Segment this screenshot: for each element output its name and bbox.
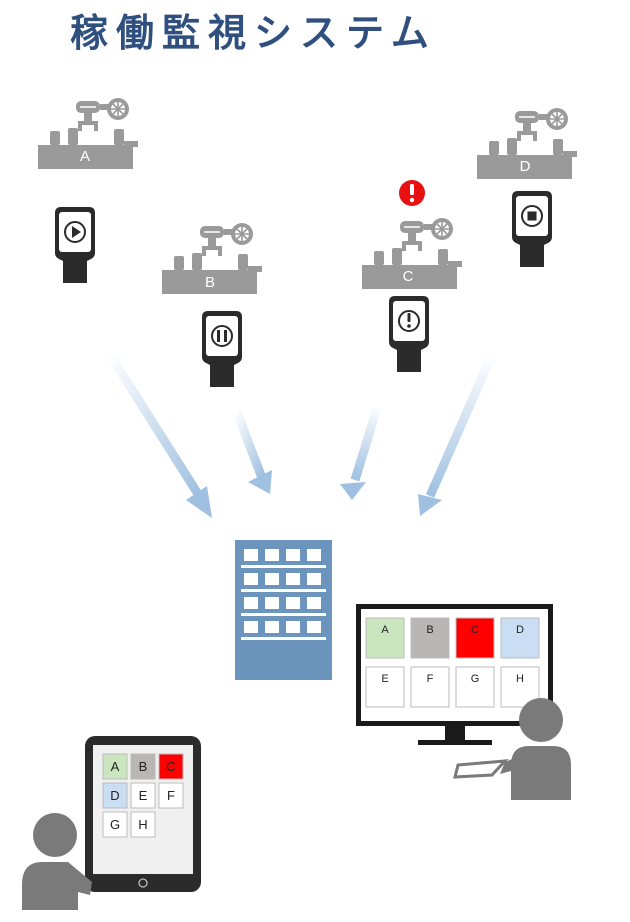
arrow-b [231, 408, 272, 494]
play-icon [72, 226, 81, 238]
tablet-tile-h [130, 811, 156, 838]
monitor-tile-e [365, 666, 405, 708]
desktop-monitor: A B C D E F G H [356, 604, 553, 745]
building-window [307, 549, 321, 561]
tablet-tile-f [158, 782, 184, 809]
monitor-tile-label: H [516, 673, 524, 685]
tablet-tile-label: G [110, 817, 120, 832]
tablet-tile-e [130, 782, 156, 809]
machine-c-label: C [403, 268, 414, 285]
tablet-tile-label: C [166, 759, 175, 774]
tablet-device: A B C D E F G H [85, 736, 201, 892]
machine-d-label: D [520, 158, 531, 175]
user-person-icon [22, 813, 92, 910]
monitor-tile-label: B [426, 624, 433, 636]
building-floor-line [241, 565, 326, 568]
monitor-tile-g [455, 666, 495, 708]
tablet-tile-label: A [111, 759, 120, 774]
building-floor-line [241, 589, 326, 592]
monitor-tile-label: E [381, 673, 388, 685]
machine-a: A [38, 98, 138, 169]
machine-d: D [477, 108, 577, 179]
monitor-tile-b [410, 617, 450, 659]
tablet-tile-b [130, 753, 156, 780]
monitor-tile-a [365, 617, 405, 659]
building-window [286, 549, 300, 561]
machine-b: B [162, 223, 262, 294]
monitor-tile-label: D [516, 624, 524, 636]
building-window [286, 621, 300, 633]
tablet-tile-g [102, 811, 128, 838]
tablet-tile-a [102, 753, 128, 780]
tablet-tile-label: H [138, 817, 147, 832]
building-window [244, 549, 258, 561]
arrow-a [106, 352, 212, 518]
building-window [307, 621, 321, 633]
tablet-tile-label: B [139, 759, 148, 774]
building-window [265, 621, 279, 633]
building-window [265, 597, 279, 609]
monitor-tile-label: A [381, 624, 389, 636]
pause-icon [217, 330, 227, 342]
building-window [307, 597, 321, 609]
device-d [511, 190, 553, 268]
machine-b-label: B [205, 274, 215, 291]
page-title: 稼働監視システム [70, 11, 437, 55]
keyboard-icon [453, 756, 522, 779]
device-b [201, 310, 243, 388]
arrow-c [340, 403, 383, 500]
building-floor-line [241, 613, 326, 616]
stop-icon [527, 211, 537, 221]
monitor-tile-f [410, 666, 450, 708]
building-window [307, 573, 321, 585]
arrow-d [418, 353, 497, 516]
exclamation-icon [407, 313, 411, 328]
alert-icon [399, 180, 425, 206]
monitor-tile-label: G [471, 673, 480, 685]
monitor-tile-label: F [427, 673, 434, 685]
tablet-tile-label: E [139, 788, 148, 803]
building-window [286, 597, 300, 609]
tablet-tile-label: D [110, 788, 119, 803]
building-window [244, 597, 258, 609]
building-window [244, 573, 258, 585]
building-window [265, 573, 279, 585]
monitor-tile-label: C [471, 624, 479, 636]
building-window [265, 549, 279, 561]
device-c [388, 295, 430, 373]
machine-a-label: A [80, 148, 90, 165]
machine-c: C [362, 218, 462, 289]
monitor-tile-c [455, 617, 495, 659]
building-window [286, 573, 300, 585]
monitor-tile-d [500, 617, 540, 659]
office-building-icon [235, 540, 332, 680]
tablet-tile-label: F [167, 788, 175, 803]
building-window [244, 621, 258, 633]
tablet-tile-c [158, 753, 184, 780]
tablet-tile-d [102, 782, 128, 809]
device-a [54, 206, 96, 284]
building-floor-line [241, 637, 326, 640]
